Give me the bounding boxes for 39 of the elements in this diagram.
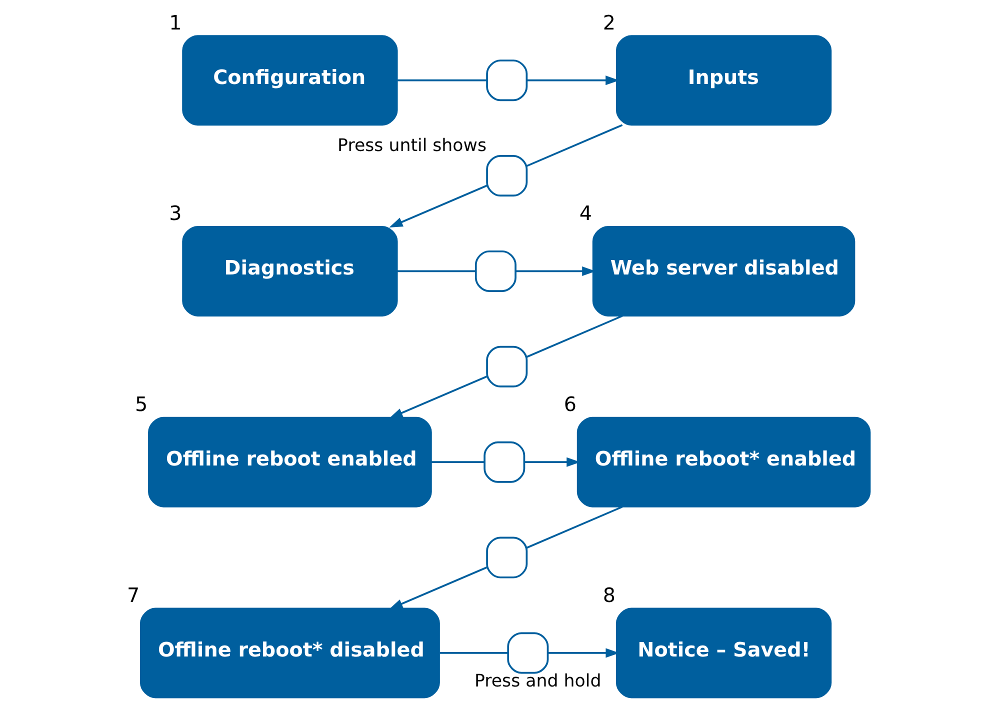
node-box bbox=[474, 250, 516, 292]
node-box bbox=[486, 60, 528, 102]
node-box bbox=[486, 346, 528, 388]
node-label: 7 bbox=[126, 584, 140, 607]
node-box: Diagnostics bbox=[182, 226, 398, 316]
node-box: Configuration bbox=[182, 35, 398, 126]
node-box bbox=[506, 632, 548, 674]
connector bbox=[439, 652, 508, 654]
node-box: Inputs bbox=[615, 35, 832, 126]
connector bbox=[526, 315, 622, 358]
arrow bbox=[388, 376, 487, 418]
node-label: 1 bbox=[168, 11, 182, 34]
arrow bbox=[547, 648, 619, 658]
node-box bbox=[483, 441, 525, 483]
arrow bbox=[515, 266, 596, 276]
node-box: Web server disabled bbox=[592, 226, 855, 316]
node-label: Press until shows bbox=[337, 136, 486, 156]
connector bbox=[397, 79, 486, 82]
node-label: 6 bbox=[563, 393, 576, 416]
node-label: Press and hold bbox=[474, 672, 601, 692]
node-label: 2 bbox=[602, 11, 616, 34]
connector bbox=[526, 124, 622, 167]
arrow bbox=[526, 76, 619, 86]
node-label: 4 bbox=[578, 202, 592, 226]
node-box: Notice – Saved! bbox=[615, 608, 832, 698]
node-box bbox=[486, 536, 528, 578]
node-label: 3 bbox=[168, 202, 182, 226]
arrow bbox=[388, 566, 487, 610]
connector bbox=[431, 461, 484, 464]
arrow bbox=[524, 457, 580, 467]
node-label: 8 bbox=[602, 584, 616, 607]
arrow bbox=[388, 184, 487, 228]
node-box bbox=[486, 155, 528, 197]
node-box: Offline reboot* disabled bbox=[139, 608, 440, 698]
connector bbox=[526, 506, 622, 549]
connector bbox=[396, 270, 476, 272]
node-label: 5 bbox=[134, 393, 148, 416]
node-box: Offline reboot enabled bbox=[148, 416, 432, 508]
node-box: Offline reboot* enabled bbox=[576, 416, 870, 508]
